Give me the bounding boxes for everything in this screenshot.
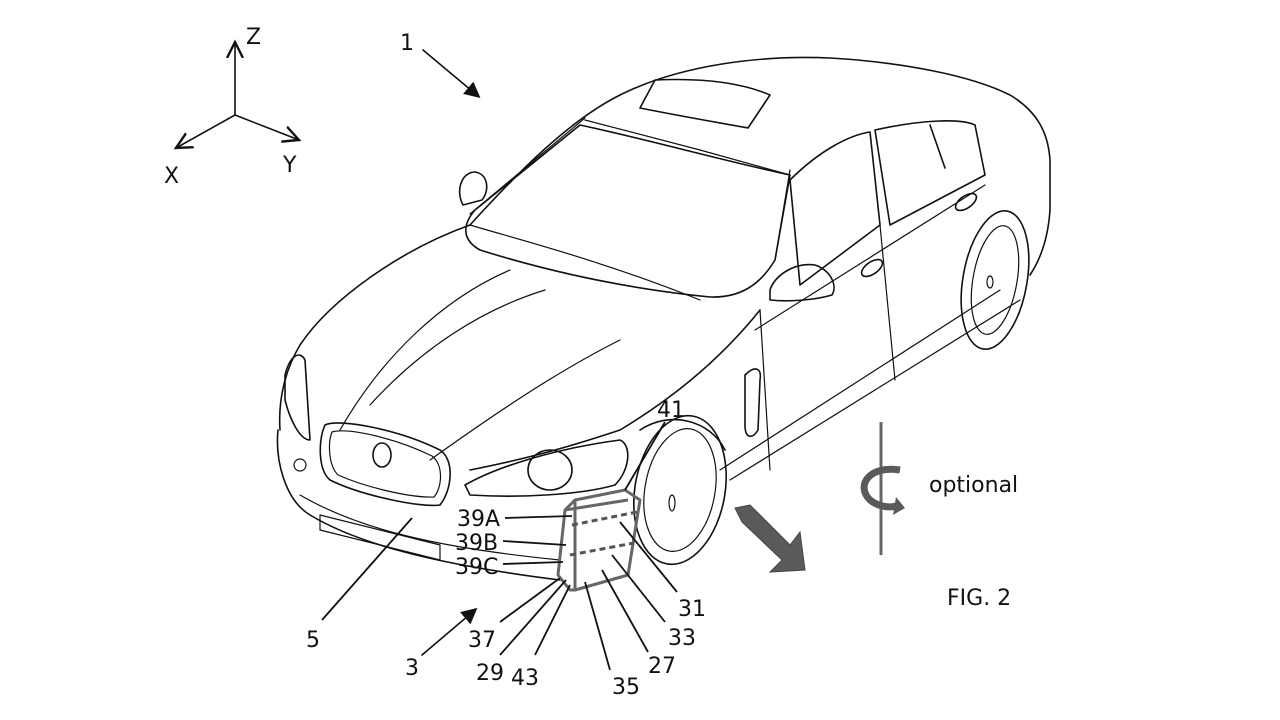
ref-label-27: 27	[648, 654, 676, 679]
leader-5	[321, 517, 413, 621]
z-axis-label: Z	[246, 25, 261, 50]
leader-35	[584, 581, 611, 671]
x-axis	[176, 114, 236, 148]
hood-right-edge	[469, 309, 761, 471]
ref-label-43: 43	[511, 666, 539, 691]
ref-label-body: 5	[306, 628, 320, 653]
module-side	[556, 498, 577, 592]
hood-crease-left-2	[369, 289, 546, 406]
system-pointer-arrow	[421, 607, 478, 656]
front-door-line	[759, 309, 771, 471]
vehicle-drawing	[276, 56, 1051, 581]
grille	[319, 422, 451, 507]
x-axis-label: X	[164, 164, 179, 189]
leader-31	[619, 521, 678, 593]
sill-line-lower	[729, 299, 1021, 481]
ref-label-31: 31	[678, 597, 706, 622]
vehicle-pointer-arrow	[422, 49, 481, 99]
leader-39a	[504, 515, 573, 519]
a-pillar-right	[774, 169, 791, 261]
front-bumper	[276, 429, 561, 581]
ref-label-39c: 39C	[455, 555, 498, 580]
roof-front-edge	[584, 119, 791, 176]
windshield	[465, 124, 791, 298]
ref-label-37: 37	[468, 628, 496, 653]
leader-43	[534, 584, 571, 656]
left-mirror	[458, 171, 488, 206]
cowl-line	[469, 224, 701, 301]
ref-label-system: 3	[405, 656, 419, 681]
leader-lines	[321, 421, 678, 671]
rotation-arrow-icon	[860, 465, 901, 511]
hood-left-edge	[278, 224, 471, 431]
right-mirror	[769, 263, 835, 302]
grille-badge	[372, 442, 392, 468]
ref-label-29: 29	[476, 661, 504, 686]
leader-39b	[502, 540, 567, 546]
beltline	[754, 184, 986, 331]
ref-label-33: 33	[668, 626, 696, 651]
front-wheel-arch	[639, 418, 726, 451]
rear-side-window	[874, 120, 986, 226]
ref-label-39a: 39A	[457, 507, 500, 532]
left-headlight	[284, 354, 311, 441]
bumper-line	[299, 494, 561, 561]
lower-intake	[319, 514, 441, 561]
reference-numerals: 41 39A 39B 39C 5 3 37 29 43 35 27 33 31	[306, 398, 706, 700]
ref-label-35: 35	[612, 675, 640, 700]
y-axis-label: Y	[282, 153, 297, 178]
rear-wheel-inner	[970, 225, 1020, 335]
ref-label-41: 41	[657, 398, 685, 423]
leader-29	[499, 579, 567, 656]
headlight-lens	[527, 449, 573, 491]
rear-wheel-hub	[986, 275, 994, 289]
hood-crease-right	[429, 339, 621, 461]
grille-inner	[328, 430, 442, 498]
coordinate-axes: Z X Y	[164, 25, 299, 189]
module-body	[573, 488, 642, 592]
right-headlight	[464, 439, 629, 497]
optional-rotation-symbol: optional	[860, 422, 1018, 555]
a-pillar-left	[469, 117, 586, 215]
window-pillar	[929, 124, 946, 169]
side-vent	[744, 368, 762, 438]
module-channel-lower	[569, 541, 635, 557]
front-side-window	[789, 131, 881, 286]
module-channel-upper	[571, 510, 638, 527]
y-axis	[234, 114, 299, 140]
b-pillar-line	[879, 224, 896, 381]
leader-39c	[502, 561, 564, 565]
rear-wheel	[960, 210, 1030, 350]
front-wheel	[633, 414, 727, 566]
ref-label-vehicle: 1	[400, 31, 414, 56]
leader-37	[499, 577, 561, 623]
rear-door-handle	[954, 192, 978, 212]
figure-title: FIG. 2	[947, 586, 1011, 611]
leader-33	[611, 554, 666, 623]
front-wheel-inner	[643, 428, 717, 552]
rotation-arrowhead	[893, 497, 905, 515]
front-wheel-hub	[668, 494, 676, 512]
roof-outline	[469, 56, 1051, 276]
hood-crease-left	[339, 269, 511, 431]
sensor-module	[556, 488, 642, 592]
sunroof	[639, 78, 771, 129]
front-door-handle	[860, 258, 884, 278]
module-top-edge	[564, 498, 629, 512]
fog-light	[293, 458, 307, 472]
sill-line	[719, 289, 1001, 471]
leader-27	[601, 569, 649, 653]
leader-41	[624, 421, 666, 491]
ref-label-39b: 39B	[455, 531, 498, 556]
optional-label: optional	[929, 473, 1018, 498]
motion-direction-arrow	[734, 504, 806, 573]
